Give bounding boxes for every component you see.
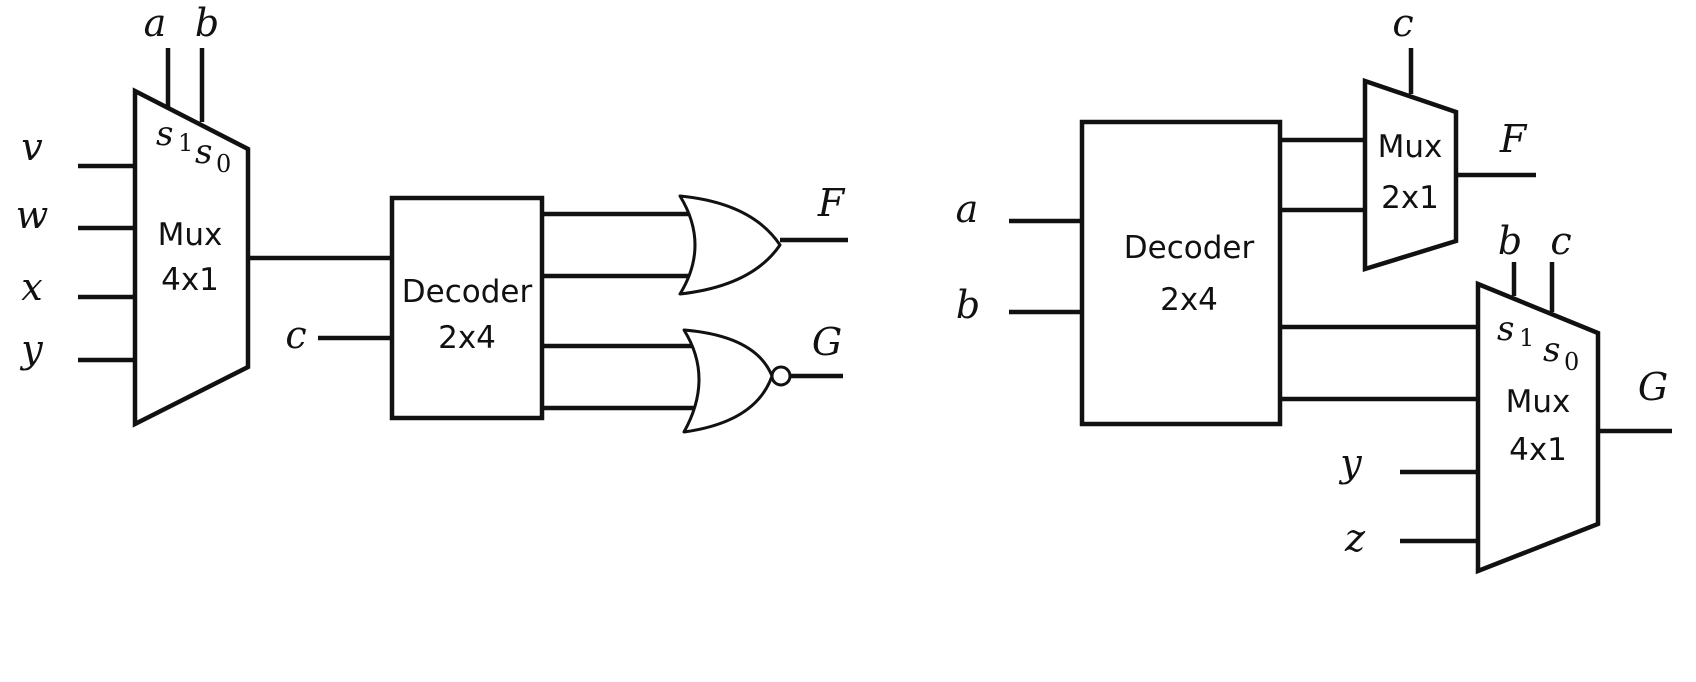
left-mux-input-y-label: y: [19, 327, 43, 371]
right-decoder-size: 2x4: [1160, 282, 1218, 318]
left-mux-s1-label: s: [156, 114, 173, 154]
right-decoder-title: Decoder: [1124, 230, 1255, 266]
right-mux4-select-b-label: b: [1498, 219, 1522, 263]
right-decoder-input-a-label: a: [956, 187, 979, 231]
left-circuit: a b v w x y s 1 s 0 Mux 4x1 c Decoder 2x…: [16, 1, 848, 434]
right-mux4-size: 4x1: [1509, 432, 1567, 468]
right-mux2-size: 2x1: [1381, 180, 1439, 216]
right-mux-4x1: [1475, 280, 1601, 575]
left-decoder-input-c-label: c: [285, 313, 306, 357]
left-decoder-2x4: [389, 195, 545, 421]
or-gate: [678, 194, 782, 296]
right-mux-2x1: [1362, 77, 1459, 273]
right-mux4-s1-label: s: [1497, 309, 1514, 349]
left-mux-s1-subscript: 1: [178, 129, 193, 157]
left-mux-size: 4x1: [161, 262, 219, 298]
left-mux-select-a-label: a: [144, 1, 167, 45]
left-mux-input-x-label: x: [21, 265, 42, 309]
right-mux4-title: Mux: [1506, 384, 1571, 420]
right-mux2-title: Mux: [1378, 129, 1443, 165]
left-mux-s0-subscript: 0: [216, 150, 231, 178]
nor-gate-bubble: [770, 365, 792, 387]
left-output-g-label: G: [812, 320, 842, 364]
right-mux4-input-y-label: y: [1338, 441, 1362, 485]
left-decoder-size: 2x4: [438, 320, 496, 356]
left-mux-select-b-label: b: [195, 1, 219, 45]
left-decoder-title: Decoder: [402, 274, 533, 310]
right-decoder-2x4: [1079, 119, 1283, 427]
right-mux4-s1-subscript: 1: [1519, 324, 1534, 352]
left-mux-title: Mux: [158, 217, 223, 253]
left-mux-4x1: [132, 87, 251, 428]
right-mux4-input-z-label: z: [1344, 516, 1366, 560]
right-mux4-s0-label: s: [1543, 330, 1560, 370]
left-mux-input-v-label: v: [21, 125, 43, 169]
left-mux-input-w-label: w: [16, 193, 49, 237]
right-decoder-input-b-label: b: [956, 283, 980, 327]
left-output-f-label: F: [817, 181, 846, 225]
right-output-f-label: F: [1499, 117, 1528, 161]
left-mux-s0-label: s: [195, 132, 212, 172]
right-output-g-label: G: [1638, 365, 1668, 409]
right-mux4-select-c-label: c: [1550, 219, 1571, 263]
right-mux2-select-c-label: c: [1392, 1, 1413, 45]
right-mux4-s0-subscript: 0: [1564, 348, 1579, 376]
nor-gate: [682, 328, 774, 434]
right-circuit: a b Decoder 2x4 c Mux 2x1 F b c s 1 s 0 …: [956, 1, 1672, 575]
